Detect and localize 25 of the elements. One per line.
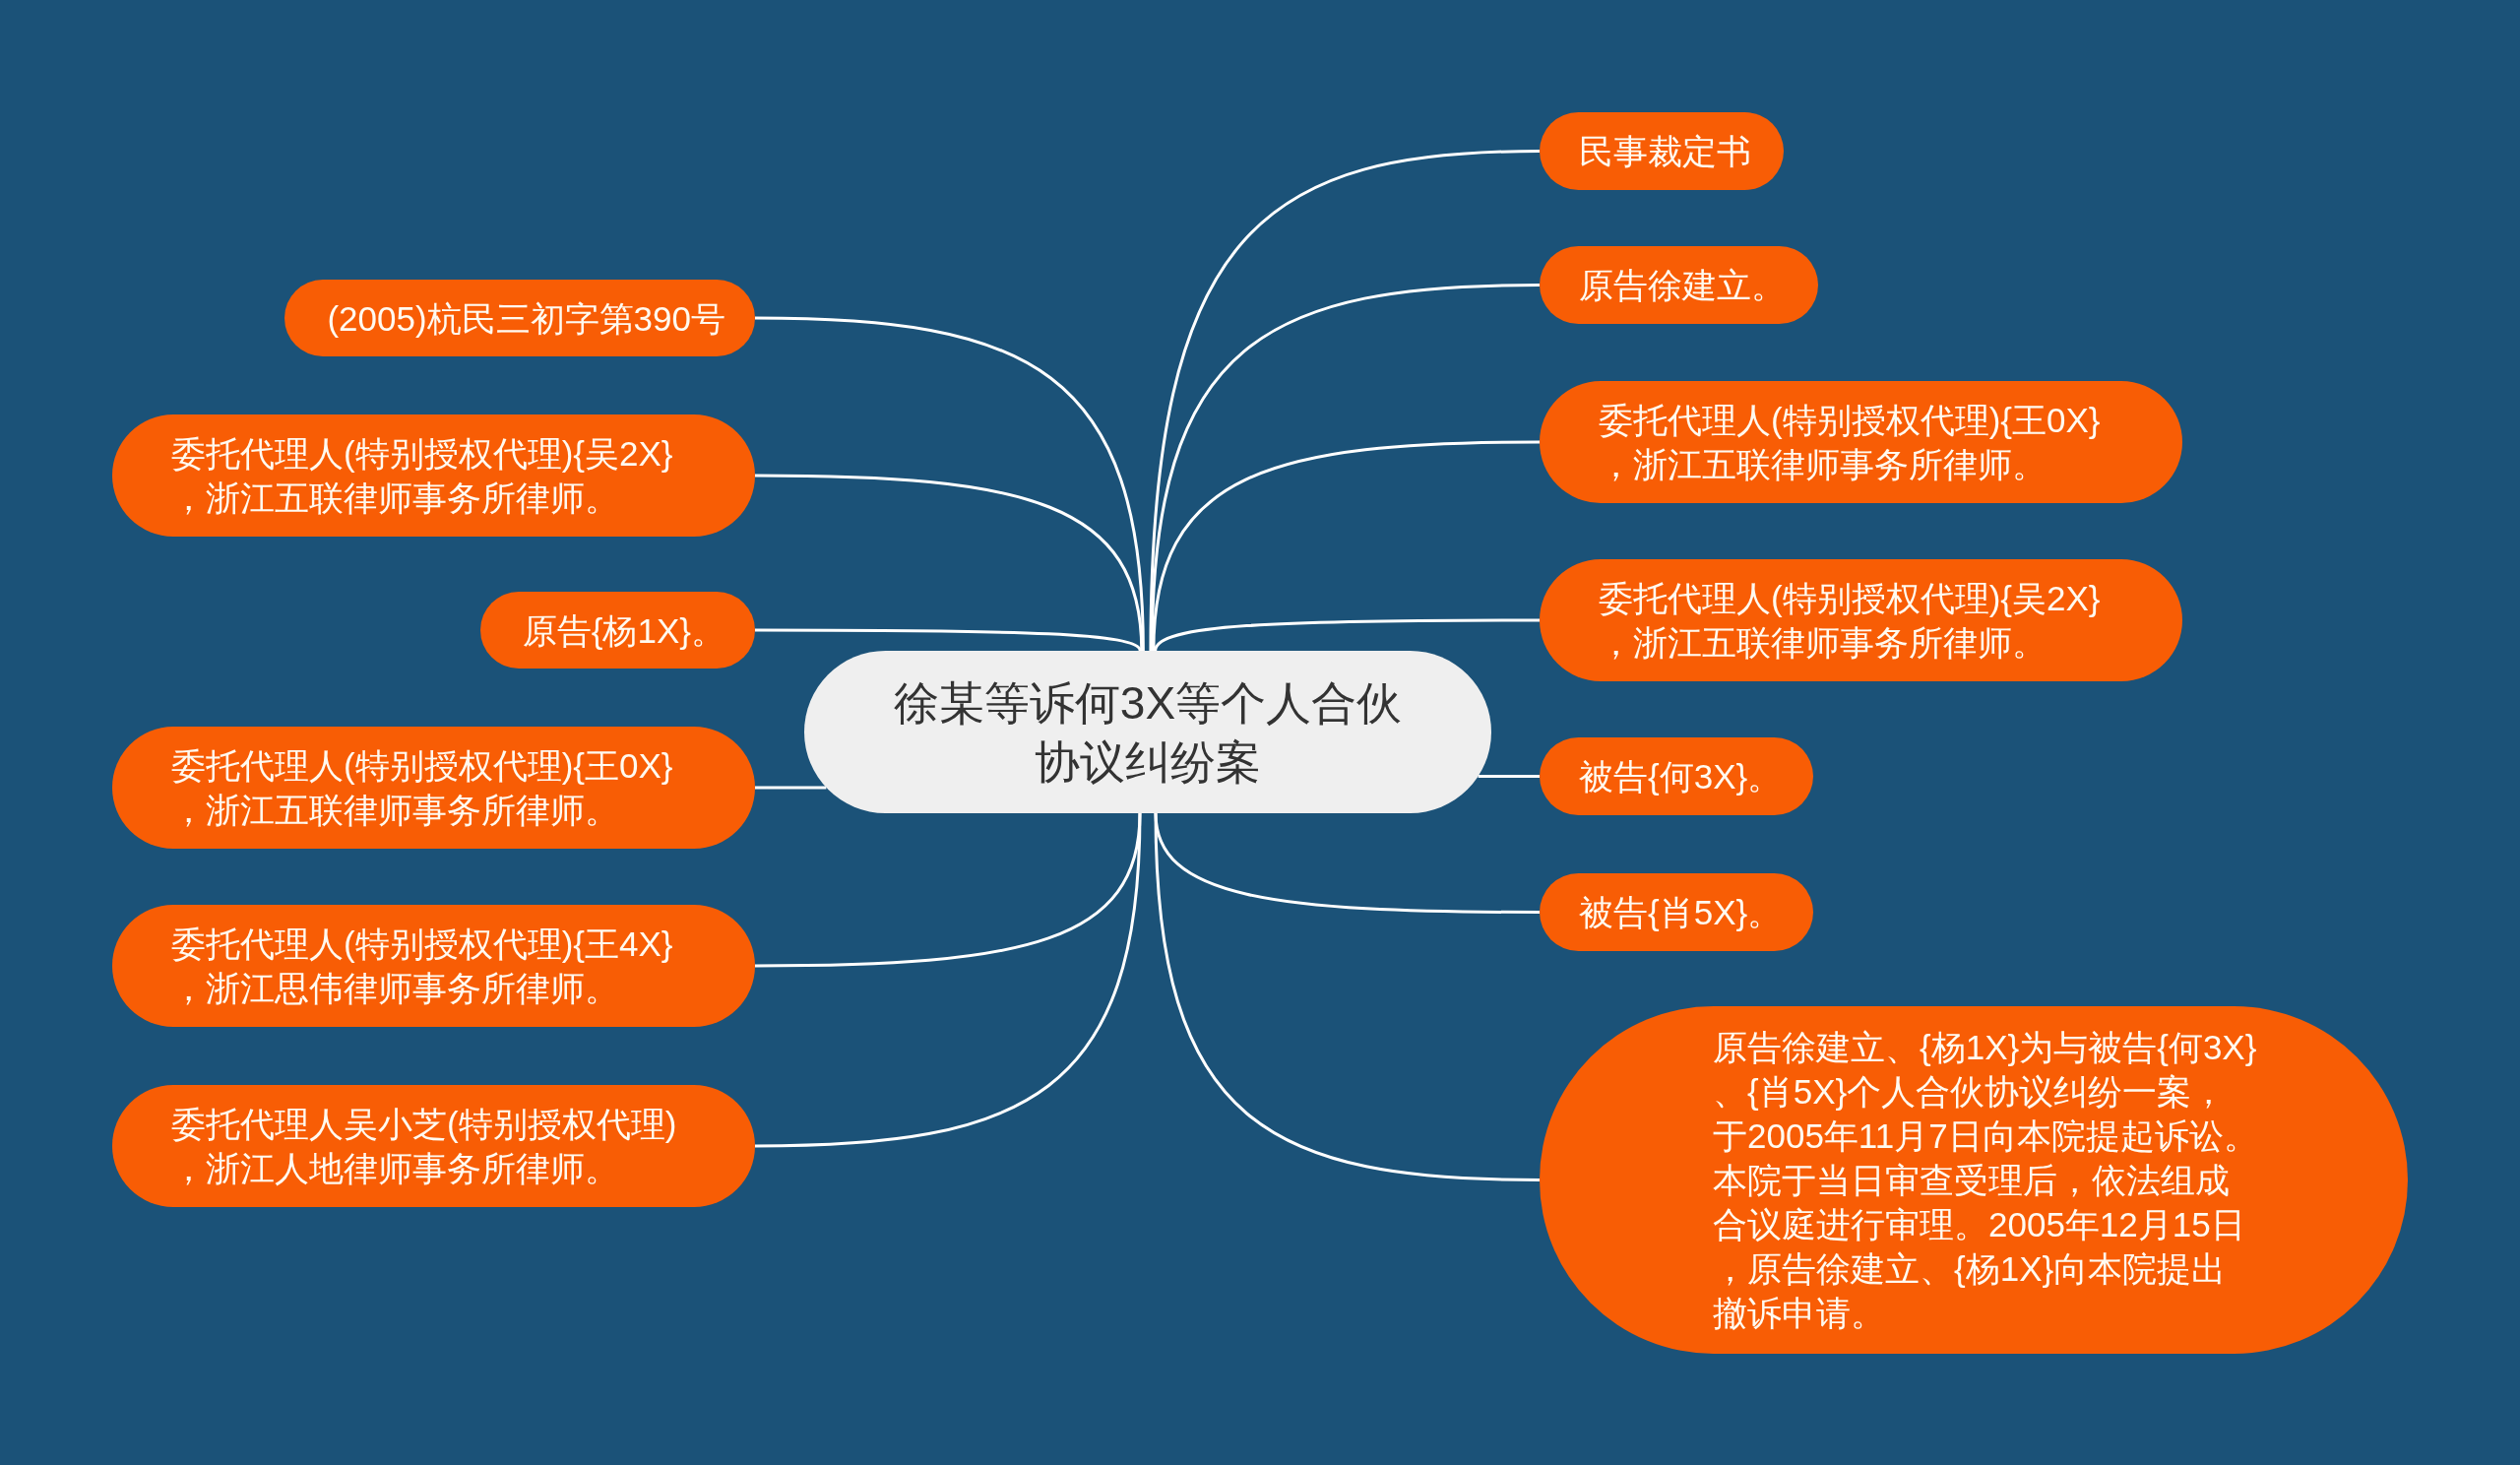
connector-line <box>1154 618 1540 652</box>
topic-pill: 委托代理人(特别授权代理){王4X}，浙江思伟律师事务所律师。 <box>112 905 755 1027</box>
topic-pill: (2005)杭民三初字第390号 <box>284 280 755 356</box>
topic-pill: 原告{杨1X}。 <box>480 592 755 669</box>
central-topic: 徐某等诉何3X等个人合伙协议纠纷案 <box>804 651 1491 813</box>
topic-pill: 委托代理人(特别授权代理){吴2X}，浙江五联律师事务所律师。 <box>1540 559 2182 681</box>
topic-pill: 被告{肖5X}。 <box>1540 873 1813 951</box>
topic-pill: 民事裁定书 <box>1540 112 1784 190</box>
connector-line <box>755 628 1142 652</box>
topic-pill: 被告{何3X}。 <box>1540 737 1813 815</box>
connector-line <box>1150 284 1541 652</box>
connector-line <box>755 474 1144 652</box>
connector-line <box>754 812 1142 1148</box>
topic-pill: 原告徐建立。 <box>1540 246 1818 324</box>
connector-line <box>754 316 1145 652</box>
topic-pill: 委托代理人吴小芝(特别授权代理)，浙江人地律师事务所律师。 <box>112 1085 755 1207</box>
topic-pill: 委托代理人(特别授权代理){王0X}，浙江五联律师事务所律师。 <box>112 727 755 849</box>
connector-line <box>755 786 827 790</box>
topic-pill: 委托代理人(特别授权代理){王0X}，浙江五联律师事务所律师。 <box>1540 381 2182 503</box>
topic-pill: 委托代理人(特别授权代理){吴2X}，浙江五联律师事务所律师。 <box>112 414 755 537</box>
connector-line <box>1154 812 1541 1181</box>
connector-line <box>1149 150 1541 652</box>
connector-line <box>1478 775 1540 778</box>
topic-pill: 原告徐建立、{杨1X}为与被告{何3X}、{肖5X}个人合伙协议纠纷一案，于2005年11月7日向本院提起诉讼。本院于当日审查受理后，依法组成合议庭进行审理。2005年12月15日，原告徐建立、{杨1X}向本院提出撤诉申请。 <box>1540 1006 2408 1354</box>
connector-line <box>1152 440 1540 652</box>
